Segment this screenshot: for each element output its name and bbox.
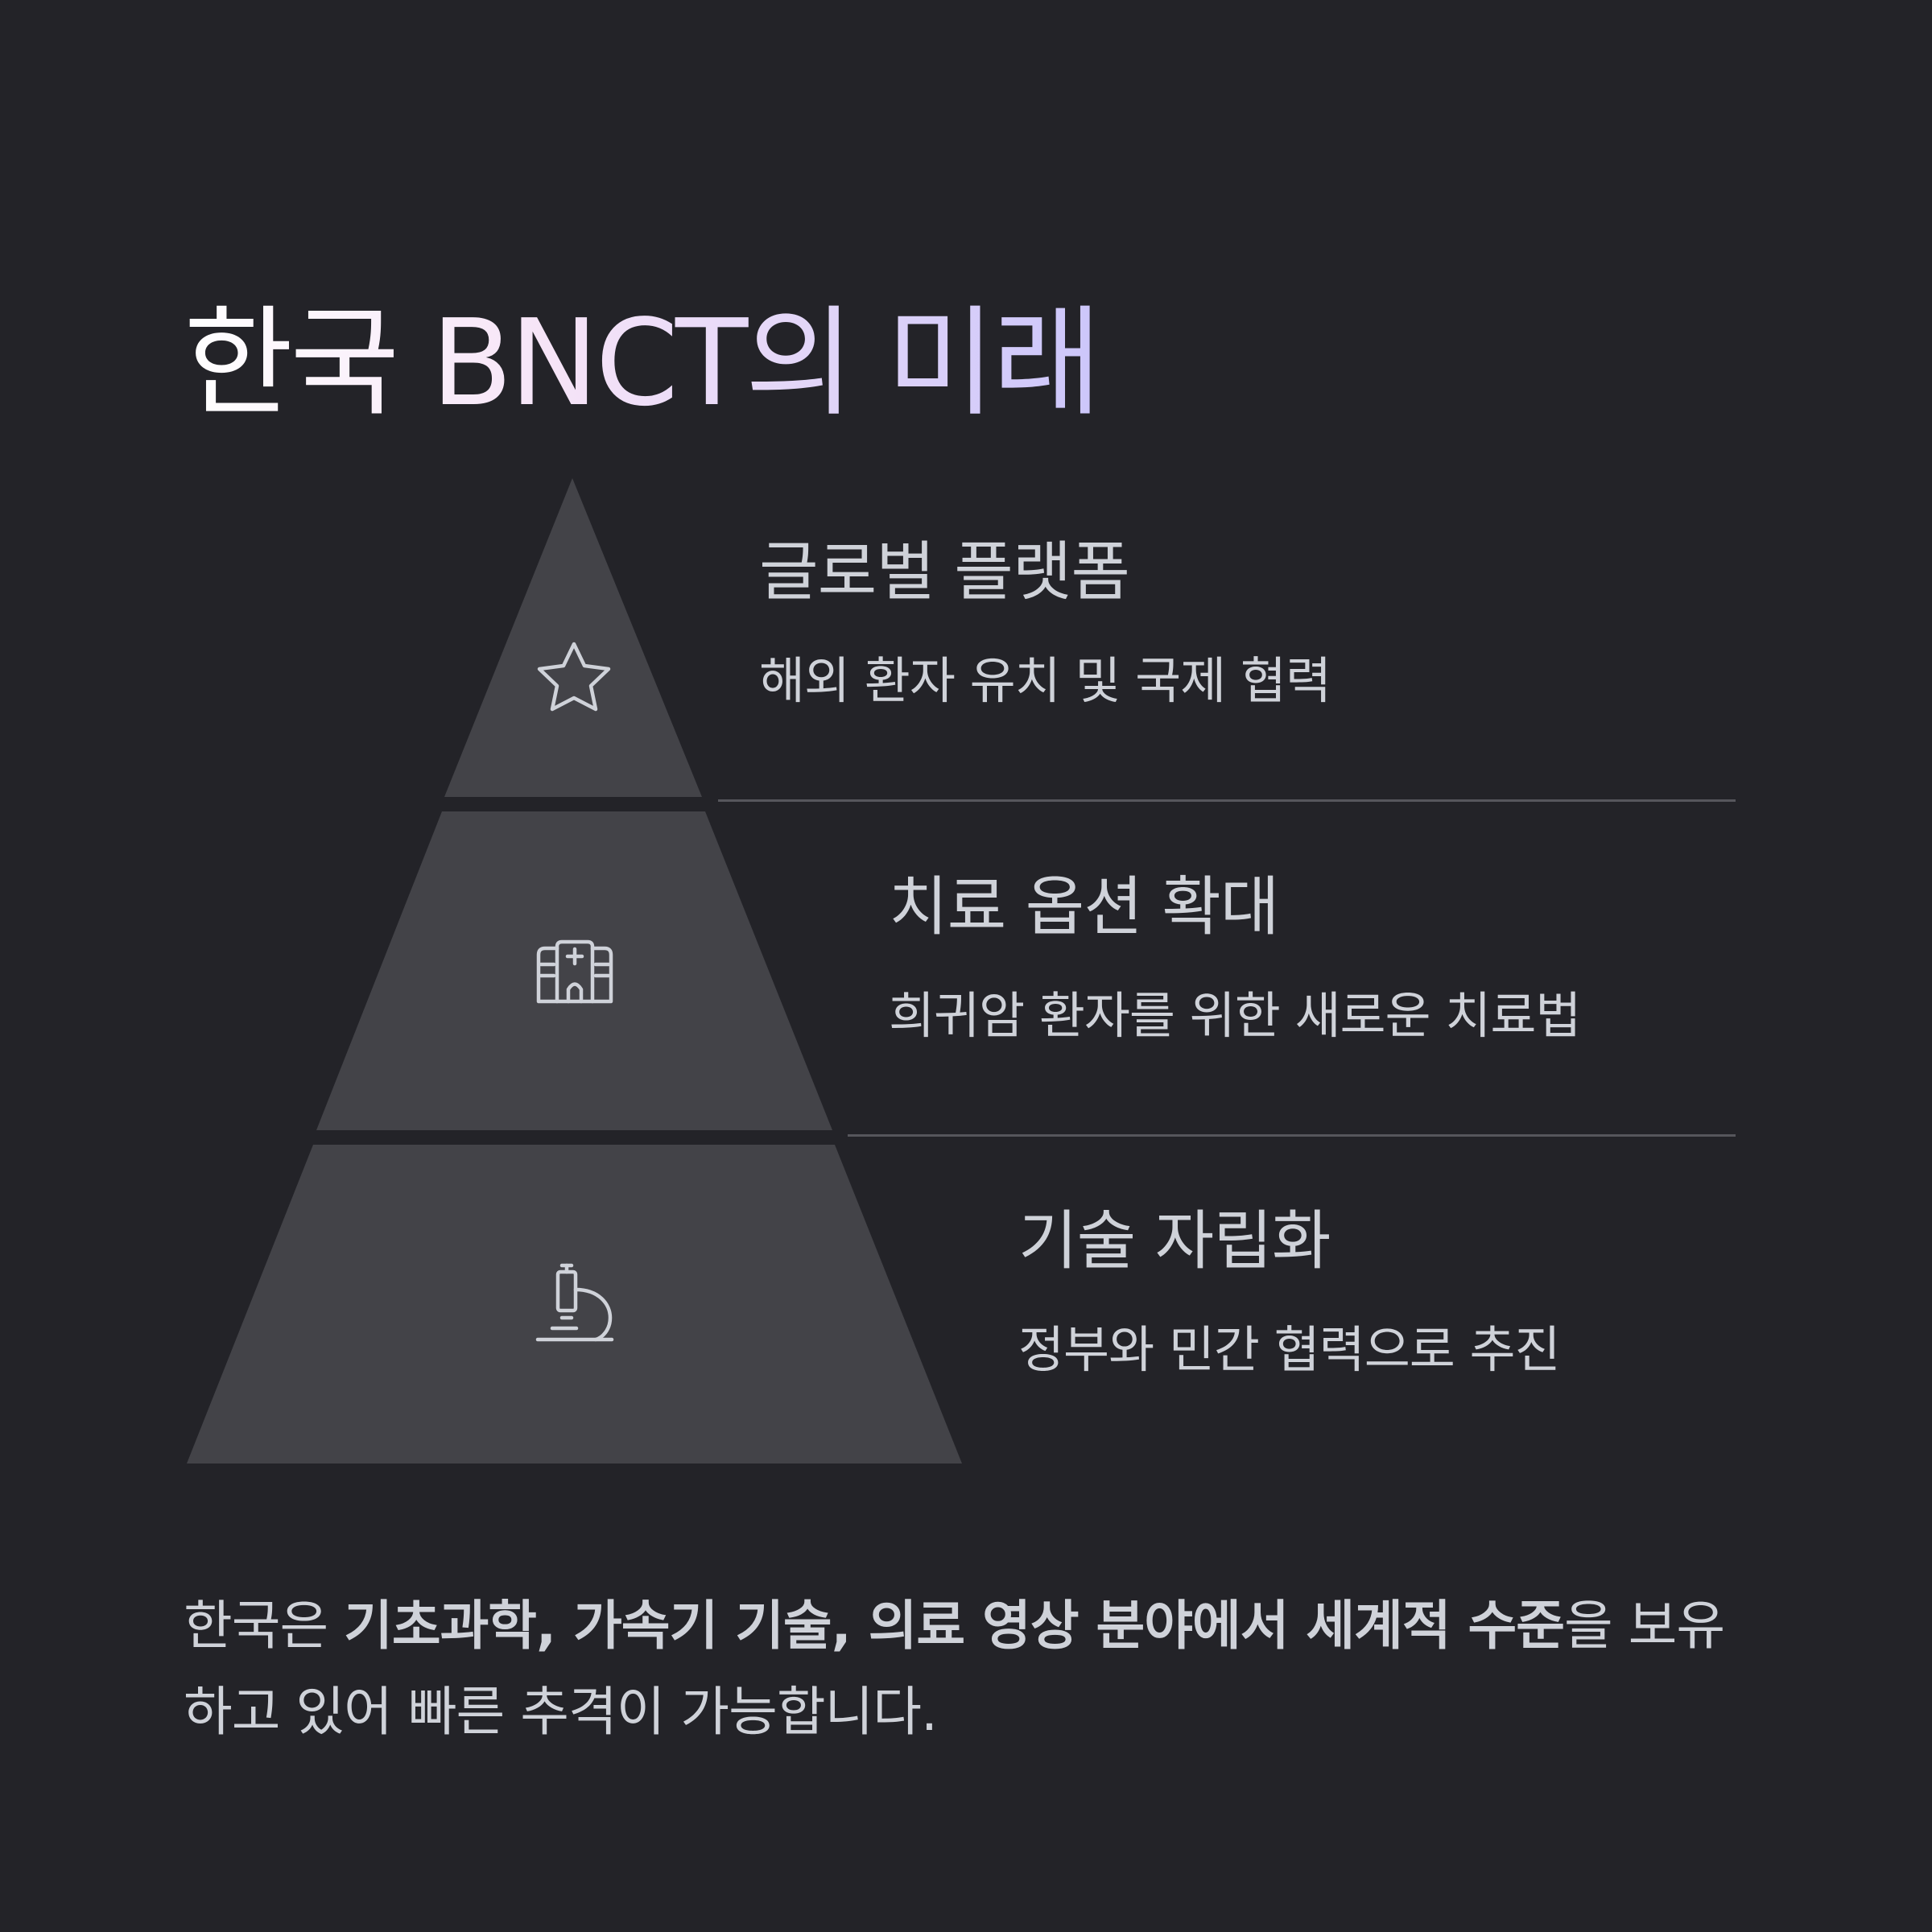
layer-heading: 치료 옵션 확대 — [889, 869, 1279, 944]
layer-heading: 글로벌 플랫폼 — [759, 535, 1130, 609]
pyramid-layer-top — [444, 478, 702, 797]
footer-prefix: 한국은 — [184, 1595, 345, 1657]
pyramid-layer-middle — [316, 811, 832, 1130]
page-title: 한국 BNCT의 미래 — [184, 294, 1102, 433]
divider — [718, 799, 1736, 802]
star-icon — [537, 642, 611, 712]
layer-description: 정부와 민간 협력으로 추진 — [1018, 1320, 1561, 1379]
hospital-icon — [536, 939, 613, 1004]
layer-bottom-text: 기술 자립화 정부와 민간 협력으로 추진 — [1018, 1203, 1561, 1379]
footer-suffix: 을 보유하고 있어 빠른 추격이 가능합니다. — [184, 1595, 1725, 1743]
layer-top-text: 글로벌 플랫폼 해외 환자 유치 및 국제 협력 — [759, 540, 1331, 706]
layer-heading: 기술 자립화 — [1018, 1203, 1331, 1278]
layer-description: 희귀암 환자를 위한 새로운 치료법 — [889, 986, 1581, 1045]
footer-highlight: 기초과학, 가속기 기술, 의료 영상 분야에서 세계적 수준 — [344, 1595, 1565, 1657]
divider — [848, 1134, 1736, 1137]
layer-description: 해외 환자 유치 및 국제 협력 — [759, 651, 1331, 710]
footer-text: 한국은 기초과학, 가속기 기술, 의료 영상 분야에서 세계적 수준을 보유하… — [184, 1583, 1761, 1755]
layer-middle-text: 치료 옵션 확대 희귀암 환자를 위한 새로운 치료법 — [889, 869, 1581, 1045]
microscope-icon — [535, 1263, 614, 1342]
